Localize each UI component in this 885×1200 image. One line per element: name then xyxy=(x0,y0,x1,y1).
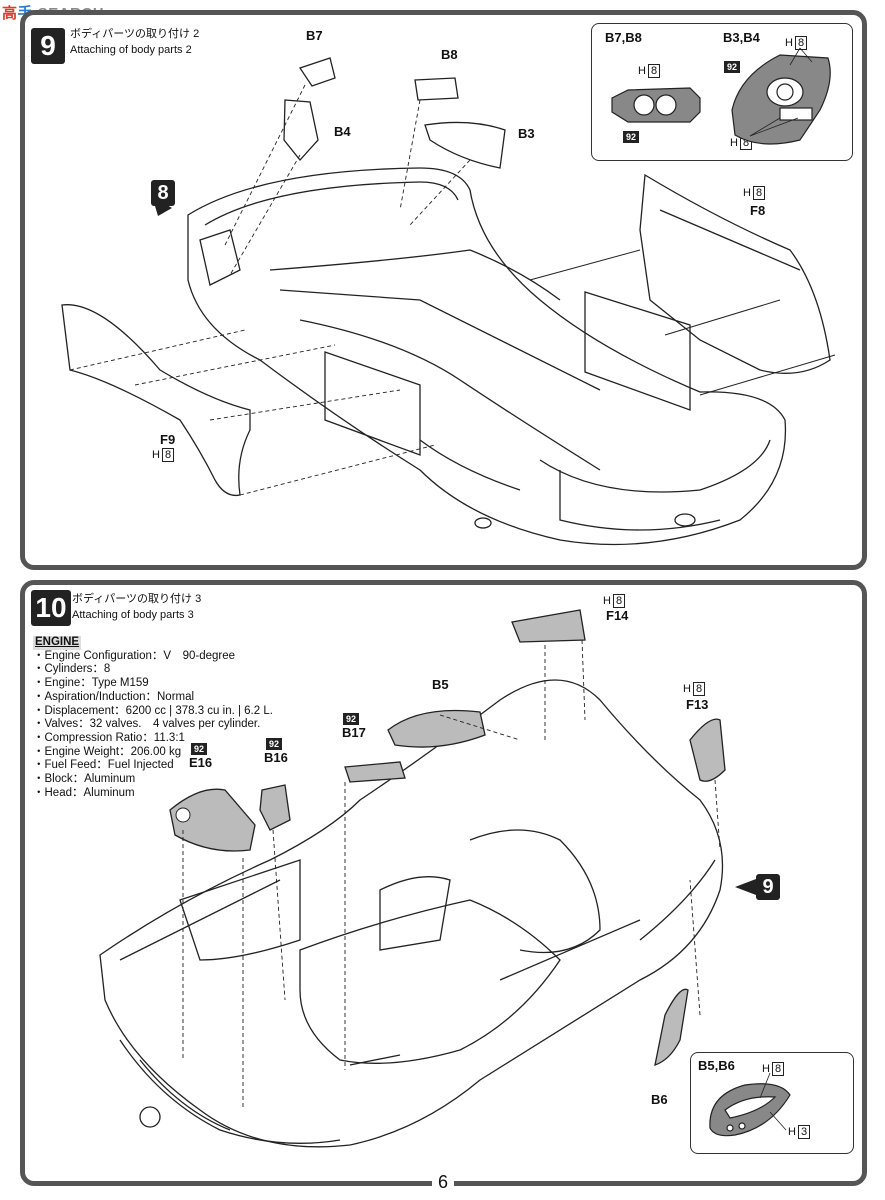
step-10-title-jp: ボディパーツの取り付け 3 xyxy=(72,593,202,605)
label-b4: B4 xyxy=(334,124,351,139)
inset-b3-b4-title: B3,B4 xyxy=(723,30,760,45)
step-9-title-jp: ボディパーツの取り付け 2 xyxy=(70,28,200,40)
engine-line: ・Cylinders：8 xyxy=(33,663,111,676)
step-10-number: 10 xyxy=(31,590,71,626)
engine-line: ・Compression Ratio：11.3:1 xyxy=(33,731,185,744)
inset-b5-b6-title: B5,B6 xyxy=(698,1058,735,1073)
engine-line: ・Engine：Type M159 xyxy=(33,677,149,690)
label-f9: F9 xyxy=(160,432,176,447)
label-f8: F8 xyxy=(750,203,766,218)
b16-paint-92: 92 xyxy=(266,738,283,750)
inset-b7-b8-title: B7,B8 xyxy=(605,30,642,45)
step-10-ref-marker: 9 xyxy=(756,874,780,900)
b17-paint-92: 92 xyxy=(343,713,360,725)
label-f14: F14 xyxy=(606,608,629,623)
engine-line: ・Engine Configuration：V 90-degree xyxy=(33,649,236,662)
step-9-title-en: Attaching of body parts 2 xyxy=(70,44,192,56)
label-b3: B3 xyxy=(518,126,535,141)
label-b17: B17 xyxy=(342,725,366,740)
engine-line: ・Fuel Feed：Fuel Injected xyxy=(33,759,174,772)
label-f13: F13 xyxy=(686,697,709,712)
label-b16: B16 xyxy=(264,750,288,765)
label-b8: B8 xyxy=(441,47,458,62)
page-number: 6 xyxy=(432,1172,455,1193)
label-b7: B7 xyxy=(306,28,323,43)
engine-line: ・Valves：32 valves. 4 valves per cylinder… xyxy=(33,718,261,731)
inset-b3-paint-92: 92 xyxy=(724,61,741,73)
e16-paint-92: 92 xyxy=(191,743,208,755)
label-e16: E16 xyxy=(189,755,213,770)
label-b6: B6 xyxy=(651,1092,668,1107)
step-10-title-en: Attaching of body parts 3 xyxy=(72,609,194,621)
engine-specs: ENGINE ・Engine Configuration：V 90-degree… xyxy=(33,636,273,800)
engine-line: ・Aspiration/Induction：Normal xyxy=(33,690,195,703)
engine-line: ・Displacement：6200 cc | 378.3 cu in. | 6… xyxy=(33,704,273,717)
engine-header: ENGINE xyxy=(33,636,82,650)
label-b5: B5 xyxy=(432,677,449,692)
engine-line: ・Block：Aluminum xyxy=(33,773,136,786)
inset-b7-paint-92: 92 xyxy=(623,131,640,143)
engine-line: ・Engine Weight：206.00 kg xyxy=(33,745,182,758)
step-9-number: 9 xyxy=(31,28,65,64)
engine-line: ・Head：Aluminum xyxy=(33,786,135,799)
